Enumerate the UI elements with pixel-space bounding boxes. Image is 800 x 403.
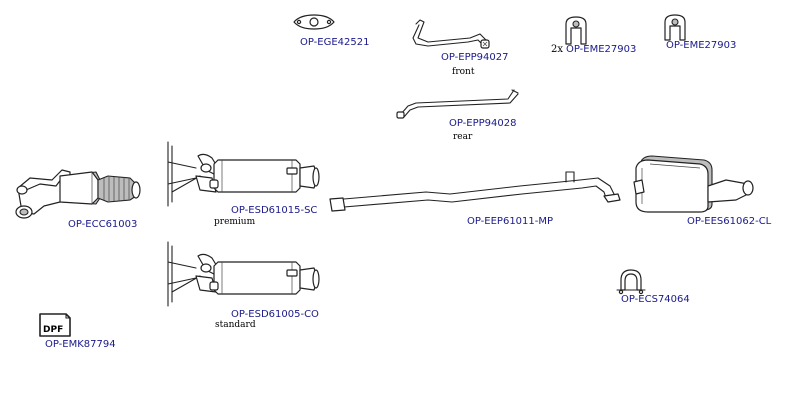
middle-pipe-code[interactable]: OP-EEP61011-MP: [467, 216, 553, 227]
rear-silencer-code[interactable]: OP-EES61062-CL: [687, 216, 772, 227]
dpf-premium-note: premium: [214, 217, 256, 227]
dpf-kit-icon[interactable]: DPF: [39, 313, 71, 337]
gasket-code[interactable]: OP-EGE42521: [300, 37, 370, 48]
mount-pair-code[interactable]: OP-EME27903: [566, 44, 636, 55]
rubber-mount-icon[interactable]: [664, 14, 686, 41]
mount-single-code[interactable]: OP-EME27903: [666, 40, 736, 51]
clamp-icon[interactable]: [616, 269, 646, 295]
front-pipe-note: front: [452, 67, 475, 77]
exhaust-pipe-icon[interactable]: [329, 171, 621, 212]
dpf-standard-note: standard: [215, 320, 256, 330]
rear-pipe-code[interactable]: OP-EPP94028: [449, 118, 516, 129]
front-pipe-icon[interactable]: [412, 19, 490, 49]
dpf-premium-code[interactable]: OP-ESD61015-SC: [231, 205, 317, 216]
dpf-kit-code[interactable]: OP-EMK87794: [45, 339, 116, 350]
particulate-filter-icon[interactable]: [167, 241, 320, 307]
particulate-filter-icon[interactable]: [167, 141, 320, 207]
rubber-mount-icon[interactable]: [565, 16, 587, 45]
rear-pipe-icon[interactable]: [396, 89, 519, 119]
gasket-icon[interactable]: [293, 14, 335, 30]
mount-pair-qty: 2x: [551, 44, 563, 55]
dpf-standard-code[interactable]: OP-ESD61005-CO: [231, 309, 319, 320]
catalyst-code[interactable]: OP-ECC61003: [68, 219, 137, 230]
rear-pipe-note: rear: [453, 132, 473, 142]
rear-silencer-icon[interactable]: [633, 155, 754, 213]
catalytic-converter-icon[interactable]: [15, 169, 141, 219]
front-pipe-code[interactable]: OP-EPP94027: [441, 52, 508, 63]
dpf-kit-badge: DPF: [43, 325, 63, 335]
clamp-code[interactable]: OP-ECS74064: [621, 294, 690, 305]
